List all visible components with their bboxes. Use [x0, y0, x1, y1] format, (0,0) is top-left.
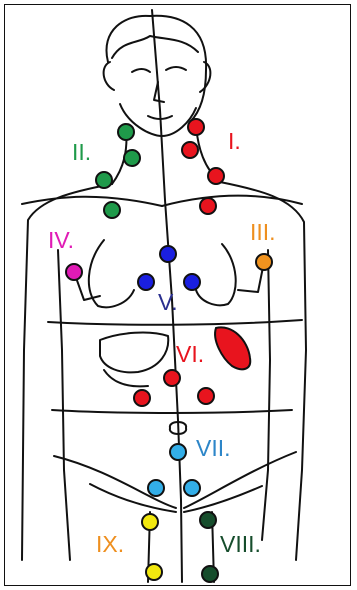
lymph-node-i-4 [200, 198, 216, 214]
lymph-node-ix-2 [146, 564, 162, 580]
abdomen-line [52, 410, 292, 413]
lymph-node-viii-1 [200, 512, 216, 528]
lymph-node-vii-1 [170, 444, 186, 460]
lymph-node-i-3 [208, 168, 224, 184]
lymph-node-ix-1 [142, 514, 158, 530]
lymph-node-v-3 [184, 274, 200, 290]
lymph-node-ii-2 [124, 150, 140, 166]
label-I: I. [228, 128, 241, 154]
label-VI: VI. [176, 341, 204, 367]
lymph-node-vi-2 [134, 390, 150, 406]
lymph-node-ii-1 [118, 124, 134, 140]
label-III: III. [250, 219, 276, 245]
lymph-node-vi-3 [198, 388, 214, 404]
lymph-node-vi-1 [164, 370, 180, 386]
lymph-node-v-2 [138, 274, 154, 290]
label-II: II. [72, 139, 91, 165]
chest-line [48, 320, 302, 325]
lymph-node-ii-3 [96, 172, 112, 188]
lymph-node-vii-3 [184, 480, 200, 496]
lymph-node-viii-2 [202, 566, 218, 582]
lymph-node-v-1 [160, 246, 176, 262]
lymph-node-iii-1 [256, 254, 272, 270]
lymph-node-ii-4 [104, 202, 120, 218]
left-arm-inner [58, 250, 70, 560]
right-arm-inner [262, 250, 270, 540]
label-IV: IV. [48, 227, 74, 253]
right-pectoral [196, 244, 236, 305]
left-ear [104, 62, 114, 90]
lymph-node-i-2 [182, 142, 198, 158]
label-VII: VII. [196, 435, 231, 461]
liver [100, 333, 168, 373]
label-IX: IX. [96, 531, 124, 557]
spleen-organ [215, 327, 250, 369]
left-eye [132, 69, 150, 72]
lymph-node-iv-1 [66, 264, 82, 280]
label-VIII: VIII. [220, 531, 261, 557]
label-V: V. [158, 289, 178, 315]
lymph-node-vii-2 [148, 480, 164, 496]
right-eye [166, 67, 186, 70]
lymph-node-i-1 [188, 119, 204, 135]
